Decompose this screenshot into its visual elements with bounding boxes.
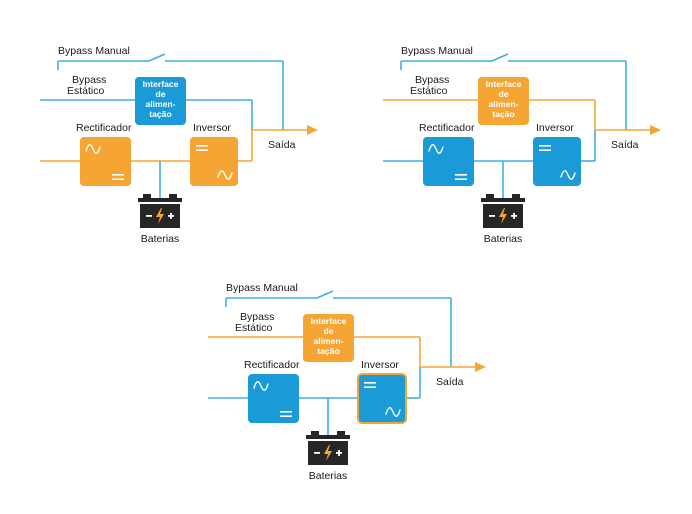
label-bypass-static-1: Bypass [72, 74, 106, 86]
label-bypass-manual: Bypass Manual [226, 282, 298, 294]
label-interface-4: tação [317, 346, 339, 356]
label-interface-1: Interface [311, 316, 347, 326]
label-interface-3: alimen- [488, 99, 518, 109]
inverter-box [357, 373, 407, 424]
label-rectifier: Rectificador [419, 122, 475, 134]
label-bypass-static-1: Bypass [240, 311, 274, 323]
label-rectifier: Rectificador [244, 359, 300, 371]
label-output: Saída [268, 139, 296, 151]
plus-icon [513, 212, 515, 219]
battery-terminal-pos [337, 431, 345, 436]
plus-icon [338, 449, 340, 456]
label-inverter: Inversor [193, 122, 231, 134]
battery-icon [138, 194, 182, 228]
label-output: Saída [611, 139, 639, 151]
label-bypass-manual: Bypass Manual [401, 45, 473, 57]
arrow-right-icon [307, 125, 318, 135]
interface-box [478, 77, 529, 125]
battery-top [306, 435, 350, 439]
battery-terminal-pos [169, 194, 177, 199]
label-interface-2: de [155, 89, 165, 99]
manual-bypass-switch [148, 53, 166, 62]
label-interface-3: alimen- [313, 336, 343, 346]
arrow-right-icon [650, 125, 661, 135]
label-bypass-static-2: Estático [67, 85, 105, 97]
minus-icon [314, 452, 320, 454]
label-inverter: Inversor [361, 359, 399, 371]
battery-terminal-neg [143, 194, 151, 199]
label-interface-4: tação [492, 109, 514, 119]
battery-top [138, 198, 182, 202]
label-interface-1: Interface [486, 79, 522, 89]
label-interface-3: alimen- [145, 99, 175, 109]
battery-icon [481, 194, 525, 228]
arrow-right-icon [475, 362, 486, 372]
minus-icon [489, 215, 495, 217]
battery-terminal-pos [512, 194, 520, 199]
label-interface-2: de [323, 326, 333, 336]
label-batteries: Baterias [141, 233, 180, 245]
label-bypass-manual: Bypass Manual [58, 45, 130, 57]
plus-icon [170, 212, 172, 219]
label-batteries: Baterias [484, 233, 523, 245]
inverter-box [533, 137, 581, 186]
minus-icon [146, 215, 152, 217]
manual-bypass-switch [316, 290, 334, 299]
label-inverter: Inversor [536, 122, 574, 134]
label-interface-1: Interface [143, 79, 179, 89]
interface-box [303, 314, 354, 362]
ups-diagram-static-bypass: Saída Interfacedealimen-taçãoRectificador… [383, 45, 661, 245]
label-interface-4: tação [149, 109, 171, 119]
label-bypass-static-2: Estático [235, 322, 273, 334]
label-interface-2: de [498, 89, 508, 99]
battery-terminal-neg [311, 431, 319, 436]
label-rectifier: Rectificador [76, 122, 132, 134]
lightning-bolt-icon [499, 208, 507, 224]
manual-bypass-switch [491, 53, 509, 62]
inverter-box [190, 137, 238, 186]
ups-diagram-normal: Saída Interfacedealimen-taçãoRectificador… [40, 45, 318, 245]
battery-terminal-neg [486, 194, 494, 199]
interface-box [135, 77, 186, 125]
label-bypass-static-2: Estático [410, 85, 448, 97]
ups-diagram-static-bypass-inverter-ready: Saída Interfacedealimen-taçãoRectificador… [208, 282, 486, 482]
battery-top [481, 198, 525, 202]
lightning-bolt-icon [324, 445, 332, 461]
lightning-bolt-icon [156, 208, 164, 224]
label-output: Saída [436, 376, 464, 388]
label-batteries: Baterias [309, 470, 348, 482]
battery-icon [306, 431, 350, 465]
label-bypass-static-1: Bypass [415, 74, 449, 86]
